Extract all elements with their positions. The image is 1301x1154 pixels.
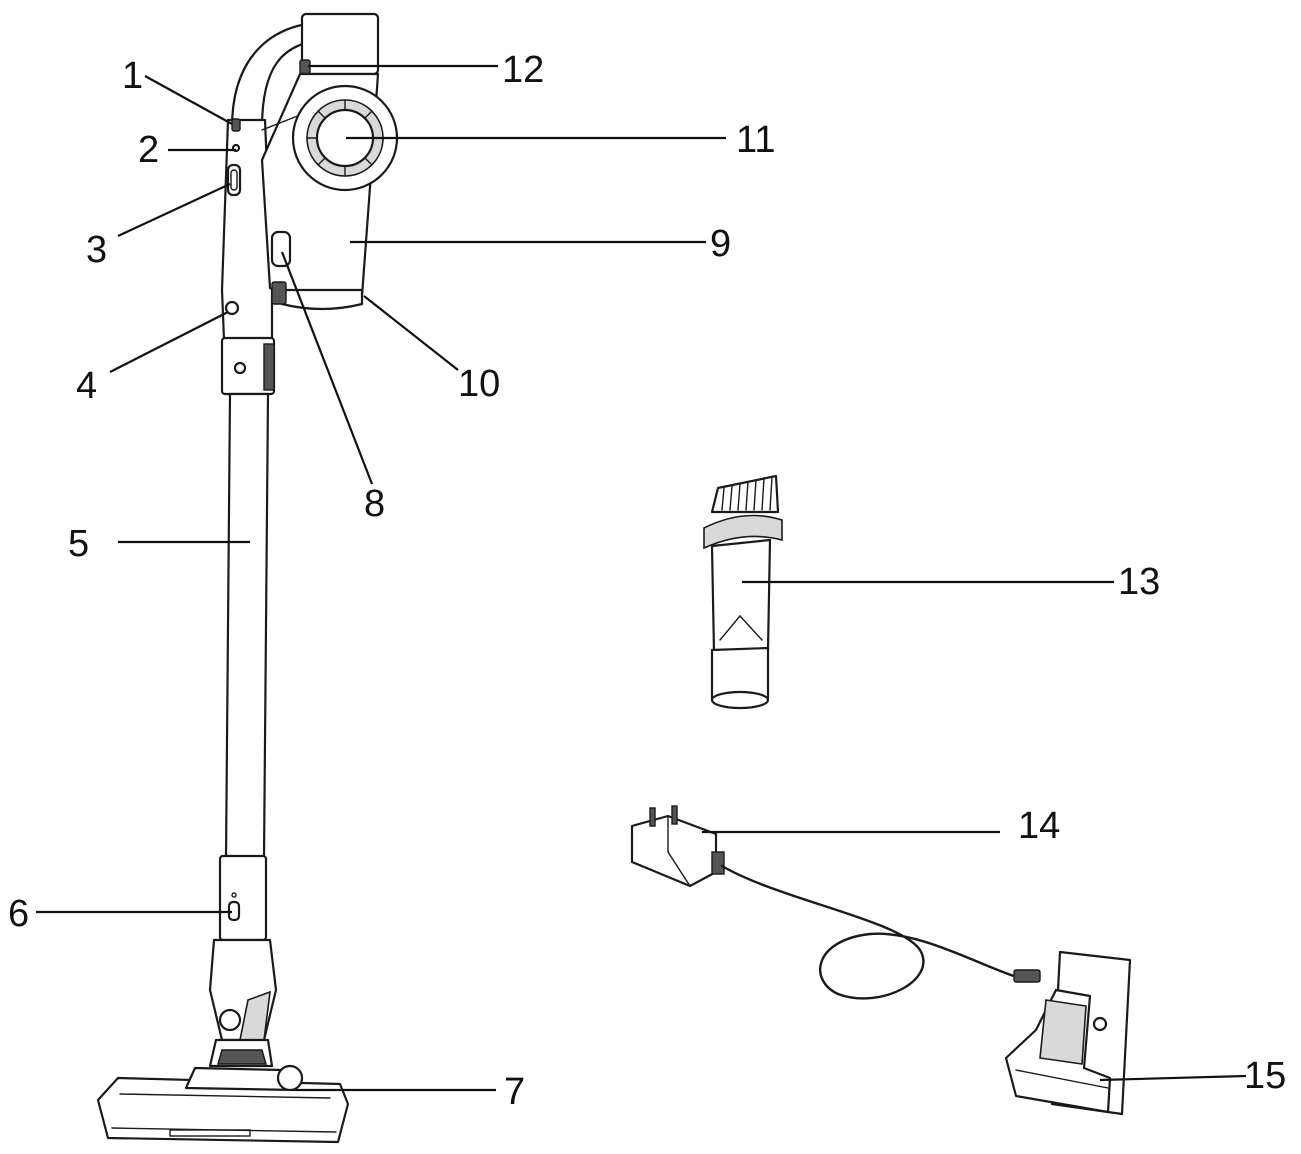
label-1: 1 [122, 55, 143, 97]
label-9: 9 [710, 223, 731, 265]
plug-prong [649, 807, 656, 827]
charger-plug [1013, 969, 1041, 983]
label-2: 2 [138, 129, 159, 171]
floor-head-7 [96, 1076, 350, 1144]
brush-tube [710, 538, 772, 654]
button-8 [270, 230, 292, 268]
label-3: 3 [86, 229, 107, 271]
label-10: 10 [458, 363, 500, 405]
label-6: 6 [8, 893, 29, 935]
release-button-4 [224, 300, 240, 316]
label-8: 8 [364, 483, 385, 525]
bin-bottom-10 [280, 288, 364, 311]
switch-3-inner [230, 169, 238, 191]
label-4: 4 [76, 365, 97, 407]
callout-labels: 1 2 3 4 5 6 7 8 9 10 11 12 13 14 15 [8, 49, 1286, 1113]
label-7: 7 [504, 1071, 525, 1113]
lower-connector [218, 854, 268, 942]
label-11: 11 [736, 119, 775, 161]
brush-bristles [710, 474, 780, 514]
wall-mount-15 [1004, 950, 1132, 1116]
plug-prong-2 [671, 805, 678, 825]
label-14: 14 [1018, 805, 1060, 847]
charger-14 [630, 805, 1041, 1000]
brush-collar [703, 514, 783, 550]
label-15: 15 [1244, 1055, 1286, 1097]
brush-attachment-13 [703, 474, 783, 710]
label-5: 5 [68, 523, 89, 565]
label-12: 12 [502, 49, 544, 91]
bin-latch [271, 281, 287, 305]
button-1 [231, 118, 241, 132]
stick-vacuum-illustration [96, 12, 399, 1144]
charger-cable [720, 864, 1022, 1000]
tube-5 [224, 392, 270, 860]
charger-adapter [630, 814, 718, 888]
leader-lines [36, 64, 1247, 1092]
label-13: 13 [1118, 561, 1160, 603]
